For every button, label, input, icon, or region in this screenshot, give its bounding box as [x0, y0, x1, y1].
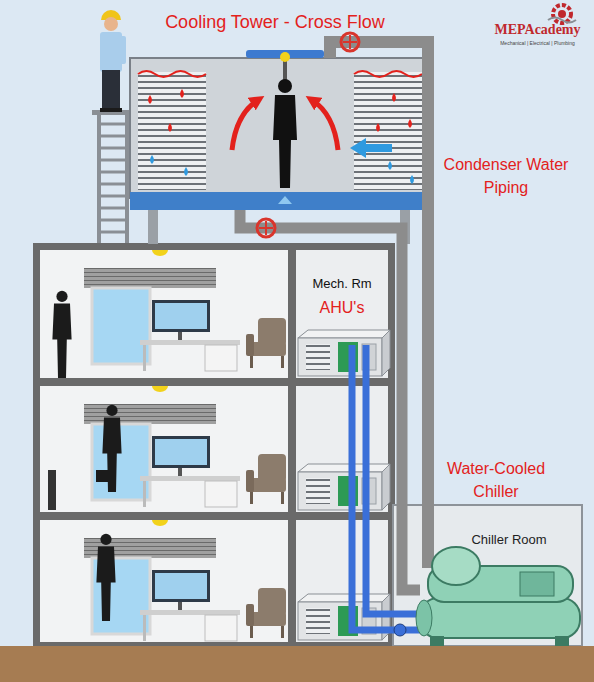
piping-label: Condenser Water Piping — [438, 153, 574, 199]
logo-tagline: Mechanical | Electrical | Plumbing — [490, 40, 585, 46]
mechanical-room: Mech. Rm AHU's — [296, 250, 388, 378]
equipment-label: Water-Cooled Chiller — [436, 457, 556, 503]
logo-name: MEPAcademy — [490, 22, 585, 39]
tower-heading: Cooling Tower - Cross Flow — [165, 12, 385, 34]
room-name: Chiller Room — [471, 532, 546, 548]
condenser-water-pipe — [420, 42, 428, 505]
chiller-room: Chiller Room — [392, 505, 582, 646]
chilled-water-pipe — [352, 378, 392, 630]
cooling-tower: Cooling Tower - Cross Flow — [130, 8, 420, 213]
room-name: Mech. Rm — [312, 276, 371, 292]
equipment-label: AHU's — [320, 298, 365, 317]
